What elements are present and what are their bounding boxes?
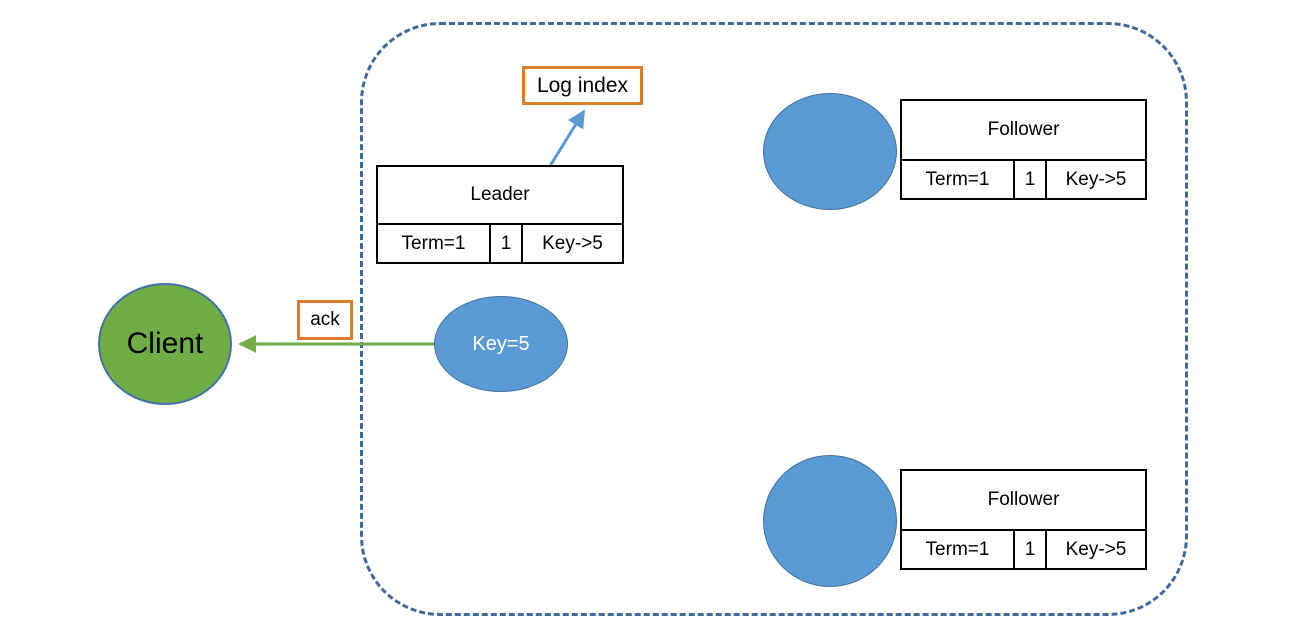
follower-2-log-row: Term=1 1 Key->5 (902, 531, 1145, 568)
leader-log-value: Key->5 (542, 232, 603, 254)
follower-1-table-title: Follower (902, 101, 1145, 161)
leader-table-title: Leader (378, 167, 622, 225)
follower-1-log-index: 1 (1015, 161, 1047, 198)
client-circle: Client (98, 283, 232, 405)
follower-1-log-value: Key->5 (1065, 168, 1127, 190)
follower-1-log-row: Term=1 1 Key->5 (902, 161, 1145, 198)
ack-label-text: ack (310, 309, 340, 330)
ack-label: ack (297, 300, 353, 340)
leader-log-term: Term=1 (378, 225, 491, 262)
follower-2-log-value: Key->5 (1065, 538, 1127, 560)
log-index-label: Log index (522, 66, 643, 105)
follower-1-table: Follower Term=1 1 Key->5 (900, 99, 1147, 200)
client-label: Client (126, 327, 204, 360)
leader-node-label: Key=5 (472, 332, 530, 355)
follower-1-circle (763, 93, 897, 210)
follower-2-log-term: Term=1 (902, 531, 1015, 568)
leader-table: Leader Term=1 1 Key->5 (376, 165, 624, 264)
follower-2-table: Follower Term=1 1 Key->5 (900, 469, 1147, 570)
leader-node-circle: Key=5 (434, 296, 568, 392)
follower-2-circle (763, 455, 897, 587)
leader-log-row: Term=1 1 Key->5 (378, 225, 622, 262)
leader-log-index: 1 (491, 225, 523, 262)
follower-2-log-index: 1 (1015, 531, 1047, 568)
follower-2-table-title: Follower (902, 471, 1145, 531)
follower-1-log-term: Term=1 (902, 161, 1015, 198)
log-index-label-text: Log index (536, 73, 629, 97)
